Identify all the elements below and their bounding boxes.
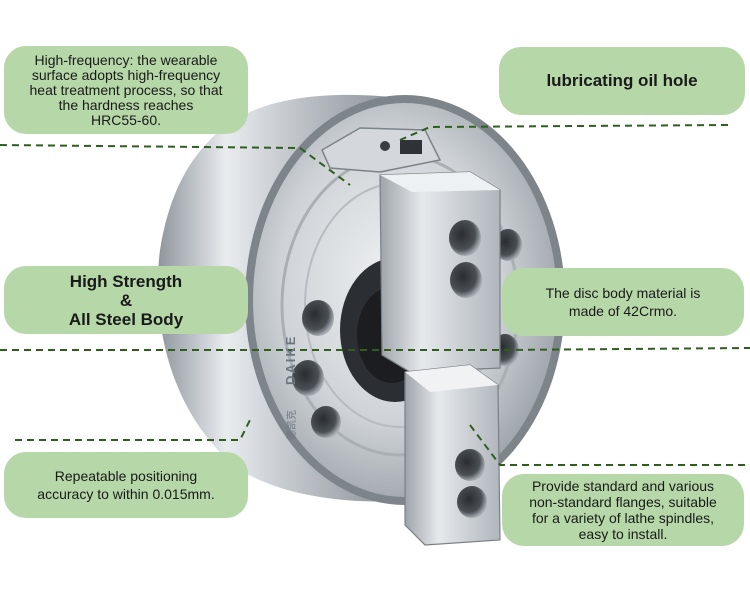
callout-flanges: Provide standard and various non-standar… [502, 474, 744, 546]
callout-line: the hardness reaches [58, 96, 194, 113]
brand-logo-cn: 德凯克 [287, 410, 298, 440]
brand-logo: DAIKE [283, 334, 298, 385]
callout-line: High-frequency: the wearable [34, 51, 218, 68]
oil-hole-fitting [321, 127, 442, 173]
callout-line: for a variety of lathe spindles, [531, 510, 715, 526]
callout-line: Repeatable positioning [54, 468, 198, 484]
callout-line: All Steel Body [68, 309, 184, 329]
callout-line: made of 42Crmo. [568, 303, 678, 319]
callout-line: easy to install. [578, 526, 668, 542]
callout-line: The disc body material is [545, 285, 701, 301]
callout-line: heat treatment process, so that [29, 81, 223, 98]
callout-line: accuracy to within 0.015mm. [37, 486, 215, 502]
callout-line: surface adopts high-frequency [31, 66, 221, 83]
callout-line: non-standard flanges, suitable [529, 494, 717, 510]
callout-line: High Strength [69, 271, 183, 291]
callout-line: lubricating oil hole [546, 71, 698, 90]
upper-jaw [379, 171, 501, 373]
callout-line: HRC55-60. [90, 111, 162, 128]
callout-positioning-accuracy: Repeatable positioning accuracy to withi… [4, 452, 248, 518]
callout-line: & [119, 290, 133, 310]
leader-lines [0, 124, 750, 466]
callout-high-strength: High Strength & All Steel Body [4, 266, 248, 334]
lower-jaw [404, 364, 501, 546]
callout-disc-body-material: The disc body material is made of 42Crmo… [502, 268, 744, 336]
callout-line: Provide standard and various [531, 478, 715, 494]
callout-high-frequency: High-frequency: the wearable surface ado… [4, 46, 248, 134]
callout-lubricating-oil-hole: lubricating oil hole [499, 47, 745, 115]
